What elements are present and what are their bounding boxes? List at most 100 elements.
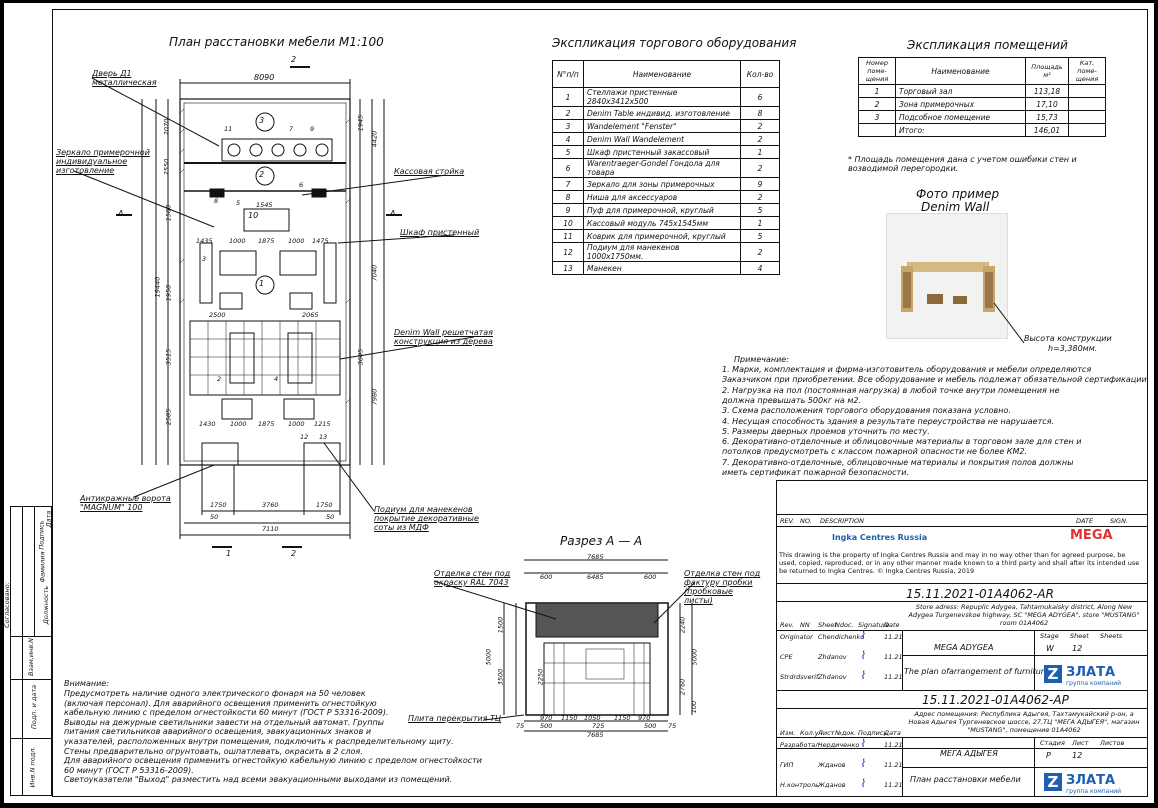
note-line: Заказчиком при приобретении. Все оборудо… bbox=[722, 375, 1150, 385]
code-ru: 15.11.2021-01A4062-AP bbox=[922, 693, 1069, 707]
mark-4: 4 bbox=[274, 375, 279, 383]
role-header: Изм. bbox=[780, 729, 796, 737]
dim-top-8090: 8090 bbox=[254, 73, 275, 82]
role-person: Zhdanov bbox=[818, 653, 847, 661]
note-line: потолков предусмотреть с классом пожарно… bbox=[722, 447, 1028, 457]
section-dim-1500: 1500 bbox=[496, 616, 505, 634]
role-header: Signature bbox=[858, 621, 890, 629]
section-dim-600b: 600 bbox=[644, 573, 657, 581]
attention-line: питания светильников аварийного освещени… bbox=[64, 727, 372, 737]
address-ru: Адрес помещения: Республика Адыгея, Тахт… bbox=[908, 710, 1140, 734]
role-person: Жданов bbox=[818, 781, 846, 789]
section-dim-1150b: 1150 bbox=[614, 714, 631, 722]
photo-title-2: Denim Wall bbox=[921, 200, 990, 214]
section-drawing bbox=[433, 559, 695, 732]
role-person: Чердиченко bbox=[818, 741, 860, 749]
role-header: Дата bbox=[884, 729, 901, 737]
gates-label: Антикражные ворота "MAGNUM" 100 bbox=[80, 494, 171, 512]
dim-1430: 1430 bbox=[199, 420, 216, 428]
note-line: 4. Несущая способность здания в результа… bbox=[722, 416, 1054, 426]
project-ru: МЕГА АДЫГЕЯ bbox=[940, 749, 998, 758]
rooms-note: * Площадь помещения дана с учетом ошибик… bbox=[848, 155, 1077, 173]
podium-label: Подиум для манекенов покрытие декоративн… bbox=[374, 505, 479, 532]
project-en: MEGA ADYGEA bbox=[934, 643, 994, 652]
mark-5: 5 bbox=[236, 199, 241, 207]
section-dim-500b: 500 bbox=[644, 722, 657, 730]
signature-icon: ⌇ bbox=[860, 737, 866, 750]
role-header: NN bbox=[800, 621, 810, 629]
description-header: DESCRIPTION bbox=[820, 517, 864, 525]
side-stamp bbox=[10, 506, 52, 796]
sign-header: SIGN. bbox=[1110, 517, 1129, 525]
rooms-header-cat: Кат. поме-щения bbox=[1068, 57, 1106, 85]
signature-icon: ⌇ bbox=[860, 757, 866, 770]
role-title: Strdrdsverif. bbox=[780, 673, 821, 681]
signature-icon: ⌇ bbox=[860, 777, 866, 790]
dim-1000b: 1000 bbox=[288, 237, 305, 245]
dim-1000a: 1000 bbox=[229, 237, 246, 245]
dim-1000c: 1000 bbox=[230, 420, 247, 428]
copyright-text: This drawing is the property of Ingka Ce… bbox=[779, 551, 1140, 575]
sheet-title-en: The plan ofarrangement of furniture bbox=[904, 667, 1050, 676]
role-date: 11.21 bbox=[884, 741, 903, 749]
role-person: Zhdanov bbox=[818, 673, 847, 681]
mark-3: 3 bbox=[202, 255, 207, 263]
role-person: Жданов bbox=[818, 761, 846, 769]
section-dim-5000r: 5000 bbox=[690, 648, 699, 666]
role-header: Кол.уч bbox=[800, 729, 823, 737]
dim-2065: 2065 bbox=[302, 311, 319, 319]
role-date: 11.21 bbox=[884, 781, 903, 789]
code-en: 15.11.2021-01A4062-AR bbox=[906, 587, 1054, 601]
attention-heading: Внимание: bbox=[64, 679, 109, 688]
role-title: CPE bbox=[780, 653, 793, 661]
role-title: ГИП bbox=[780, 761, 794, 769]
dim-1875: 1875 bbox=[258, 237, 275, 245]
no-header: NO. bbox=[800, 517, 812, 525]
role-header: №док. bbox=[835, 729, 857, 737]
zlata-name-en: ЗЛАТА bbox=[1066, 665, 1116, 680]
eq-qty: 1 bbox=[740, 216, 780, 230]
drawing-sheet: Согласовано: Взам.инв.N Подп. и дата Инв… bbox=[3, 3, 1154, 803]
sheet-header-ru: Лист bbox=[1072, 739, 1089, 747]
role-person: Chendichenko bbox=[818, 633, 865, 641]
signature-icon: ⌇ bbox=[860, 629, 866, 642]
rooms-title: Экспликация помещений bbox=[907, 38, 1068, 52]
section-dim-2250: 2250 bbox=[536, 668, 545, 686]
attention-line: Выводы на дежурные светильники завести н… bbox=[64, 717, 384, 727]
notes-heading: Примечание: bbox=[734, 355, 789, 364]
stage-header-en: Stage bbox=[1040, 632, 1059, 640]
floor-plan-drawing bbox=[73, 66, 475, 548]
section-mark-2-top: 2 bbox=[291, 55, 297, 64]
rooms-header-name: Наименование bbox=[895, 57, 1026, 85]
mark-9: 9 bbox=[310, 125, 315, 133]
section-dim-2760: 2760 bbox=[678, 678, 687, 696]
role-date: 11.21 bbox=[884, 633, 903, 641]
sheet-value-en: 12 bbox=[1072, 644, 1083, 653]
section-mark-a-left: А bbox=[118, 209, 124, 218]
zlata-sub-en: группа компаний bbox=[1066, 680, 1122, 687]
section-dim-6485: 6485 bbox=[587, 573, 604, 581]
section-dim-7685b: 7685 bbox=[587, 731, 604, 739]
mark-2: 2 bbox=[217, 375, 222, 383]
rev-header: REV. bbox=[780, 517, 795, 525]
signature-icon: ⌇ bbox=[860, 649, 866, 662]
sheet-value-ru: 12 bbox=[1072, 751, 1083, 760]
dim-1875b: 1875 bbox=[258, 420, 275, 428]
section-dim-3500: 3500 bbox=[496, 668, 505, 686]
section-mark-a-right: А bbox=[390, 209, 396, 218]
denim-wall-photo bbox=[886, 213, 1008, 339]
section-dim-1050: 1050 bbox=[584, 714, 601, 722]
section-cork-label: Отделка стен под фактуру пробки (пробков… bbox=[684, 569, 761, 605]
drawing-frame bbox=[52, 9, 1148, 797]
note-line: 7. Декоративно-отделочные, облицовочные … bbox=[722, 457, 1074, 467]
section-slab-label: Плита перекрытия ТЦ bbox=[408, 714, 502, 723]
sheet-header-en: Sheet bbox=[1070, 632, 1089, 640]
signature-icon: ⌇ bbox=[860, 669, 866, 682]
role-header: Sheet bbox=[818, 621, 837, 629]
attention-line: Светоуказатели "Выход" разместить над вс… bbox=[64, 775, 453, 785]
note-line: 2. Нагрузка на пол (постоянная нагрузка)… bbox=[722, 385, 1060, 395]
dim-bottom-1750b: 1750 bbox=[316, 501, 333, 509]
role-header: Rev. bbox=[780, 621, 794, 629]
